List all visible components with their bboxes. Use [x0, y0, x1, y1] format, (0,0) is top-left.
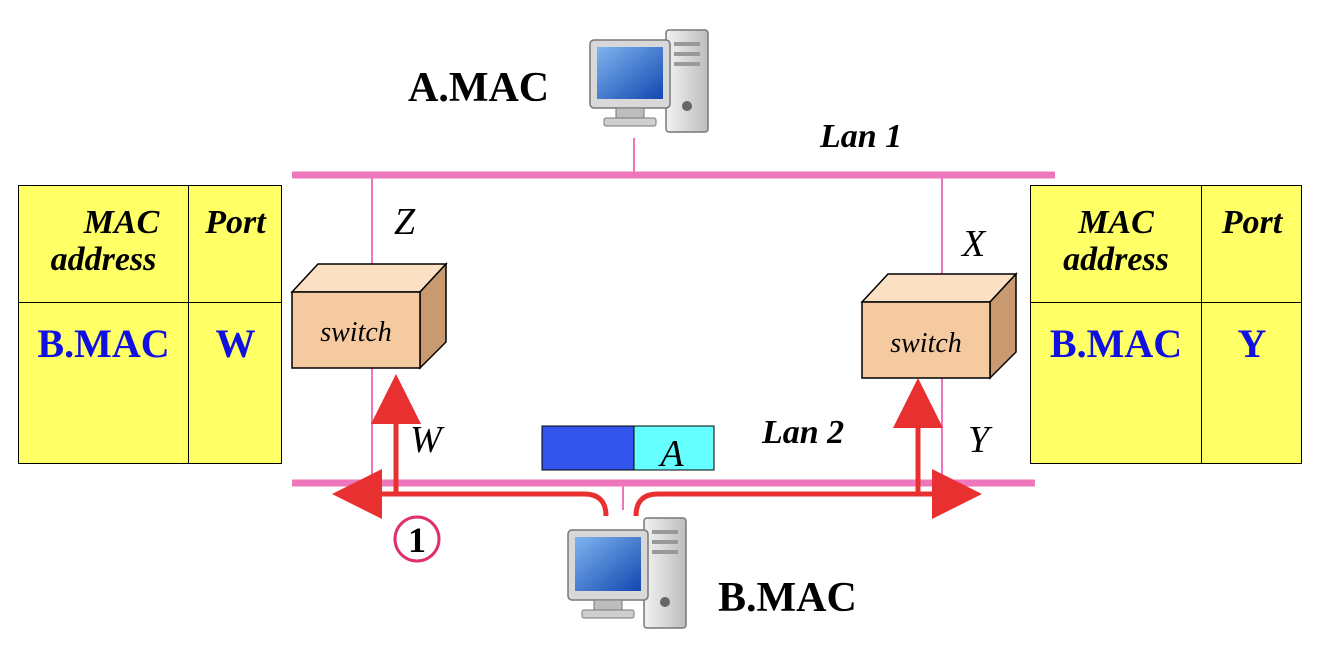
flood-arrow-left	[332, 469, 609, 519]
flood-arrow-right	[633, 469, 982, 519]
host-a-computer-icon	[589, 29, 709, 133]
right-table-mac-header-line2: address	[1063, 241, 1169, 279]
step-circle	[393, 515, 441, 563]
right-switch-port-y: Y	[968, 419, 990, 461]
host-b-computer-icon	[567, 517, 687, 629]
right-table-port-value: Y	[1237, 321, 1267, 366]
right-switch-label: switch	[890, 328, 962, 359]
right-table-mac-header-line1: MAC	[1078, 204, 1154, 241]
left-switch-port-z: Z	[394, 201, 416, 243]
left-table-port-header: Port	[205, 204, 266, 241]
left-table-mac-header-line2: address	[50, 241, 157, 279]
right-table-port-header: Port	[1221, 204, 1283, 241]
host-b-label: B.MAC	[718, 575, 857, 621]
right-table-mac-header: MAC address	[1031, 204, 1201, 279]
left-table-port-value: W	[215, 321, 256, 366]
left-switch-port-w: W	[410, 419, 442, 461]
left-switch-label: switch	[320, 317, 392, 348]
left-table-mac-header: MAC address	[19, 204, 188, 279]
frame-header	[541, 425, 635, 471]
frame-payload-label: A	[657, 433, 684, 475]
host-a-label: A.MAC	[408, 65, 550, 111]
frame-payload	[633, 425, 715, 471]
left-switch-icon	[290, 262, 448, 370]
lan2-label: Lan 2	[762, 414, 845, 451]
left-table-mac-value: B.MAC	[37, 321, 170, 366]
right-switch-port-x: X	[962, 223, 986, 265]
right-table-mac-value: B.MAC	[1049, 321, 1183, 366]
left-mac-table: MAC address Port B.MAC W	[18, 185, 282, 464]
flood-arrows	[332, 374, 982, 519]
right-mac-table: MAC address Port B.MAC Y	[1030, 185, 1302, 464]
left-table-mac-header-line1: MAC	[83, 204, 160, 241]
step-number: 1	[408, 520, 426, 560]
lan1-label: Lan 1	[820, 118, 903, 155]
right-switch-icon	[860, 272, 1018, 380]
